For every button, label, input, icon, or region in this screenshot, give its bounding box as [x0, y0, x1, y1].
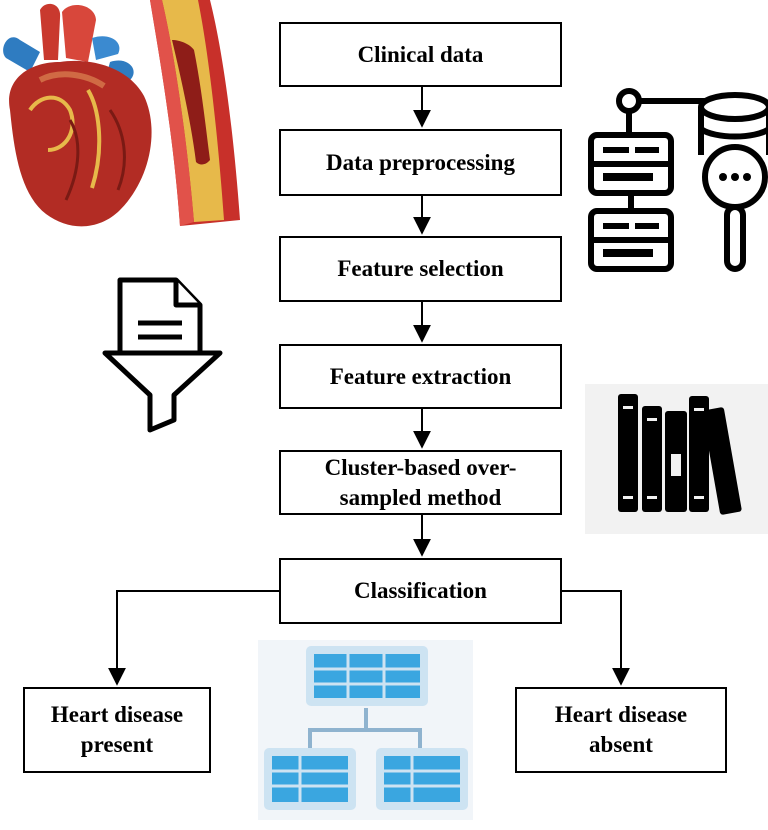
- step-clinical-data: Clinical data: [279, 22, 562, 87]
- step-label: Feature selection: [337, 256, 504, 281]
- arrow-present: [108, 590, 279, 686]
- outcome-absent: Heart disease absent: [515, 687, 727, 773]
- outcome-line2: absent: [589, 732, 653, 757]
- database-search-icon: [588, 88, 768, 272]
- step-label-line1: Cluster-based over-: [324, 454, 517, 480]
- step-label: Clinical data: [357, 41, 484, 67]
- step-data-preprocessing: Data preprocessing: [279, 129, 562, 196]
- step-feature-selection: Feature selection: [279, 236, 562, 302]
- step-feature-extraction: Feature extraction: [279, 344, 562, 409]
- step-classification: Classification: [279, 558, 562, 624]
- arrow-absent: [562, 590, 630, 686]
- outcome-line2: present: [80, 732, 154, 757]
- step-label: Data preprocessing: [326, 149, 515, 175]
- books-icon-panel: [585, 384, 768, 534]
- hierarchy-table-panel: [258, 640, 473, 820]
- artery-plaque-icon: [150, 0, 240, 226]
- books-icon: [618, 394, 742, 515]
- outcome-line1: Heart disease: [50, 702, 184, 727]
- hierarchy-table-icon: [264, 646, 468, 810]
- step-label-line2: sampled method: [339, 484, 502, 510]
- heart-icon: [3, 3, 152, 227]
- step-label: Feature extraction: [329, 363, 512, 389]
- outcome-present: Heart disease present: [23, 687, 211, 773]
- step-cluster-oversampling: Cluster-based over- sampled method: [279, 450, 562, 515]
- step-label: Classification: [354, 578, 487, 603]
- outcome-line1: Heart disease: [554, 702, 688, 727]
- document-filter-icon: [102, 277, 223, 433]
